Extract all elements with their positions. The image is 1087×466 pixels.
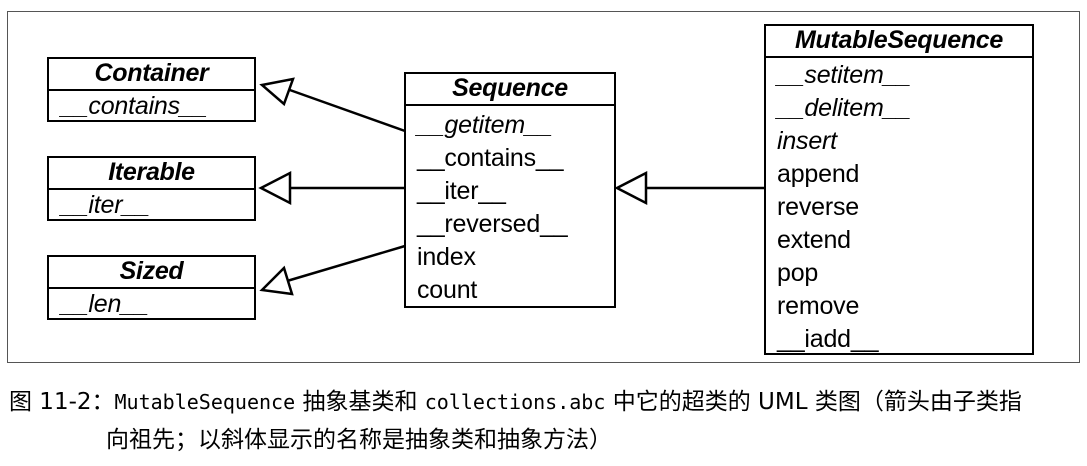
mutablesequence-method-3: append [777, 160, 860, 188]
caption-code-mutablesequence: MutableSequence [114, 390, 296, 414]
mutablesequence-method-4: reverse [777, 193, 859, 221]
uml-arrows [258, 77, 765, 296]
caption-text-2: 中它的超类的 UML 类图（箭头由子类指 [605, 389, 1022, 415]
caption-code-collections-abc: collections.abc [424, 390, 606, 414]
mutablesequence-method-0: __setitem__ [777, 61, 911, 89]
caption-text-1: 抽象基类和 [295, 389, 425, 415]
class-name-sequence: Sequence [406, 74, 614, 106]
class-box-sized: Sized __len__ [47, 255, 256, 320]
arrow-sequence-to-container [286, 87, 406, 133]
class-name-iterable: Iterable [49, 158, 254, 190]
sequence-method-1: __contains__ [417, 144, 564, 172]
mutablesequence-method-2: insert [777, 127, 837, 155]
caption-prefix: 图 11-2： [9, 389, 115, 415]
arrowhead-container [259, 77, 295, 107]
mutablesequence-method-8: __iadd__ [777, 325, 879, 353]
mutablesequence-method-6: pop [777, 259, 819, 287]
mutablesequence-method-list: __setitem__ __delitem__insert append revers… [766, 58, 1032, 356]
mutablesequence-method-1: __delitem__ [777, 94, 912, 122]
sequence-method-3: __reversed__ [417, 210, 568, 238]
arrowhead-iterable [258, 170, 292, 206]
method-iter: __iter__ [61, 191, 150, 219]
class-box-sequence: Sequence __getitem__ __contains__ __iter__… [404, 72, 616, 308]
class-box-iterable: Iterable __iter__ [47, 156, 256, 221]
class-box-mutablesequence: MutableSequence __setitem__ __delitem__in… [764, 24, 1034, 355]
arrowhead-sequence [614, 170, 648, 206]
figure-frame [7, 11, 1080, 363]
arrowhead-sized [259, 265, 294, 296]
sequence-method-0: __getitem__ [417, 111, 553, 139]
class-box-container: Container __contains__ [47, 57, 256, 122]
figure-caption: 图 11-2：MutableSequence 抽象基类和 collections… [9, 383, 1084, 459]
class-name-sized: Sized [49, 257, 254, 289]
mutablesequence-method-5: extend [777, 226, 851, 254]
sequence-method-list: __getitem__ __contains__ __iter__ __reverse… [406, 106, 614, 307]
method-len: __len__ [61, 290, 149, 318]
sequence-method-5: count [417, 276, 478, 304]
caption-line-2: 向祖先；以斜体显示的名称是抽象类和抽象方法） [106, 427, 612, 453]
sequence-method-4: index [417, 243, 476, 271]
arrow-sequence-to-sized [286, 244, 406, 283]
class-name-container: Container [49, 59, 254, 91]
class-name-mutablesequence: MutableSequence [766, 26, 1032, 58]
sequence-method-2: __iter__ [417, 177, 506, 205]
method-contains: __contains__ [61, 92, 208, 120]
mutablesequence-method-7: remove [777, 292, 860, 320]
